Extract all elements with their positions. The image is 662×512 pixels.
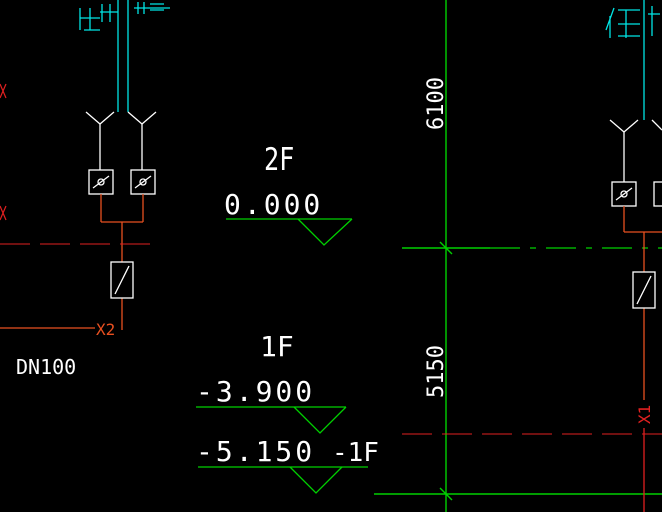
left-flow-switch-pair bbox=[88, 169, 156, 195]
floor-label-1f: 1F bbox=[260, 330, 294, 363]
dimension-6100: 6100 bbox=[424, 77, 449, 130]
elevation-label-0000: 0.000 bbox=[224, 188, 323, 221]
right-sprinkler-heads bbox=[609, 119, 662, 182]
right-flow-switch bbox=[611, 181, 662, 207]
elevation-marker-5150 bbox=[198, 466, 368, 494]
pipe-size-label: DN100 bbox=[16, 355, 76, 379]
top-left-cropped-text bbox=[79, 2, 170, 31]
elevation-label-3900: -3.900 bbox=[196, 375, 315, 408]
floor-label-minus-1f: -1F bbox=[332, 438, 379, 468]
left-branch-pipes bbox=[0, 194, 144, 330]
left-riser-pipes bbox=[117, 0, 129, 112]
elevation-marker-0000 bbox=[226, 218, 353, 246]
top-right-cropped-text bbox=[605, 6, 660, 38]
dimension-5150: 5150 bbox=[424, 345, 449, 398]
left-sprinkler-heads bbox=[85, 111, 157, 170]
elevation-label-5150: -5.150 bbox=[196, 435, 315, 468]
left-edge-cropped-labels bbox=[0, 83, 7, 221]
right-main-valve bbox=[632, 271, 656, 309]
pipe-label-x2: X2 bbox=[96, 320, 115, 339]
left-main-valve bbox=[110, 261, 134, 299]
floor-label-2f: 2F bbox=[264, 142, 294, 178]
right-branch-pipes bbox=[623, 206, 662, 400]
vertical-dimension-line bbox=[374, 0, 662, 512]
pipe-label-x1: X1 bbox=[635, 405, 654, 424]
elevation-marker-3900 bbox=[196, 406, 347, 434]
